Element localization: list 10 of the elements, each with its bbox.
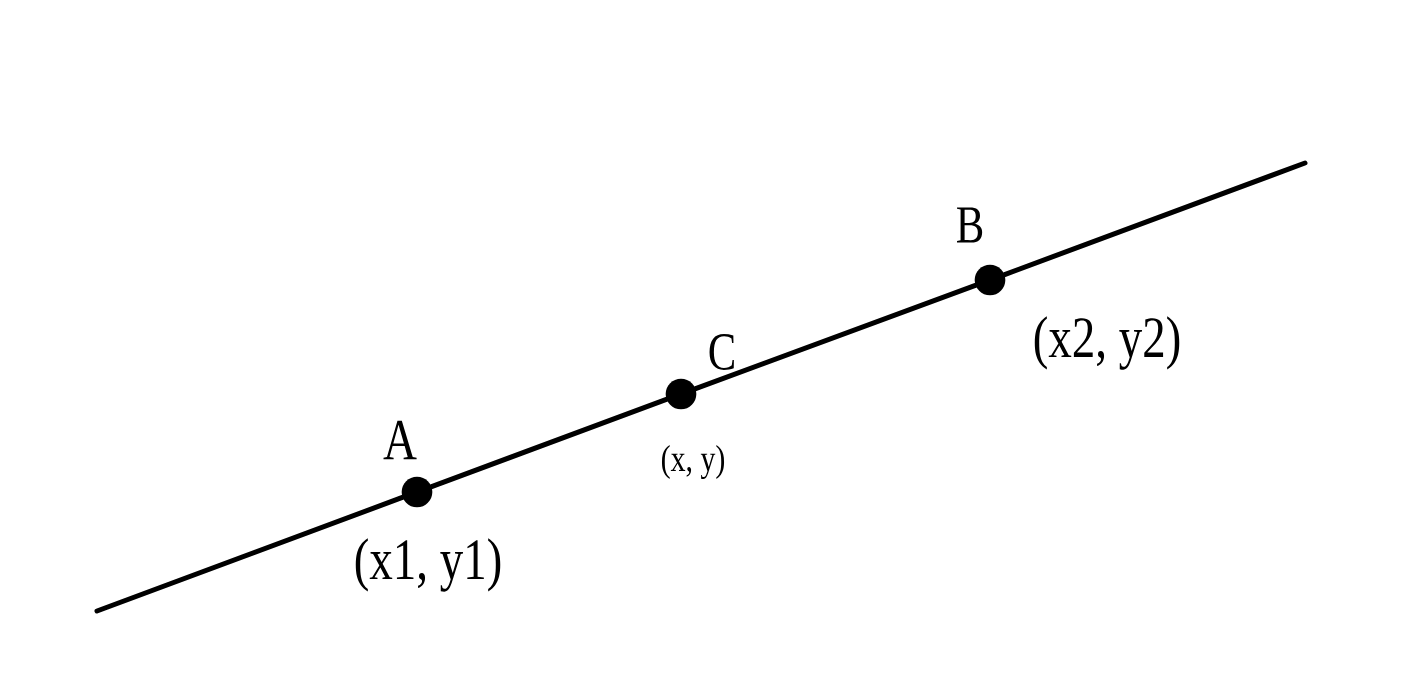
line-segment <box>429 396 669 490</box>
point-label: B <box>957 207 983 243</box>
line-segment <box>693 282 978 392</box>
coordinate-label: (x, y) <box>662 445 725 479</box>
line-segment <box>1002 160 1308 278</box>
line-segment <box>94 494 405 614</box>
point-label: C <box>709 334 734 370</box>
coordinate-label: (x1, y1) <box>355 538 501 592</box>
point-label: A <box>383 420 417 460</box>
coordinate-label: (x2, y2) <box>1034 316 1180 370</box>
